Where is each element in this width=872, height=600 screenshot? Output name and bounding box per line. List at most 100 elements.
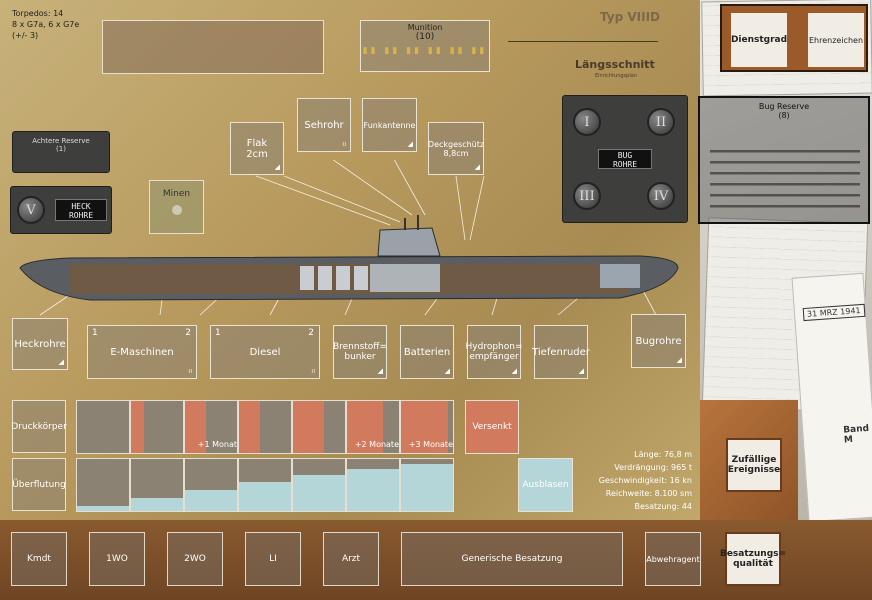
doc-title: Band M (842, 423, 870, 446)
bug-tube-4-button[interactable]: IV (647, 182, 675, 210)
flut-cell-3[interactable] (184, 458, 238, 512)
flut-cell-fill (347, 469, 399, 511)
druckkoerper-label: Druckkörper (11, 421, 67, 432)
batterien-station[interactable]: Batterien◢ (400, 325, 454, 379)
bug-reserve-count: (8) (778, 111, 790, 120)
druck-cell-1[interactable] (76, 400, 130, 454)
heck-plate-line2: ROHRE (68, 211, 94, 220)
crew-generic[interactable]: Generische Besatzung (401, 532, 623, 586)
torpedo-slot-area[interactable] (102, 20, 324, 74)
druck-cell-5[interactable] (292, 400, 346, 454)
torpedo-variance: (+/- 3) (12, 31, 39, 40)
brennstoff-label: Brennstoff= bunker (332, 342, 388, 362)
heck-plate-line1: HECK (71, 202, 91, 211)
heck-tube-button[interactable]: V (17, 196, 45, 224)
flut-cell-5[interactable] (292, 458, 346, 512)
bug-tube-2-button[interactable]: II (647, 108, 675, 136)
flut-cell-2[interactable] (130, 458, 184, 512)
shell-icons: ▮▮ ▮▮ ▮▮ ▮▮ ▮▮ ▮▮ (362, 46, 488, 56)
flut-cell-fill (77, 505, 129, 511)
flut-cell-fill (239, 482, 291, 511)
brennstoff-station[interactable]: Brennstoff= bunker◢ (333, 325, 387, 379)
torpedo-count: Torpedos: 14 (12, 9, 64, 18)
section-subtitle: Einrichtungsplan (595, 73, 637, 79)
torpedo-types: 8 x G7a, 6 x G7e (12, 20, 80, 29)
bugrohre-label: Bugrohre (635, 335, 682, 347)
zufaellige-ereignisse-button[interactable]: Zufällige Ereignisse (726, 438, 782, 492)
flut-track (76, 458, 508, 512)
bug-tube-1-button[interactable]: I (573, 108, 601, 136)
bug-plate-line2: ROHRE (612, 160, 638, 169)
dienstgrad-button[interactable]: Dienstgrad (731, 13, 787, 67)
minen-box[interactable]: Minen (149, 180, 204, 234)
document-sheet: 31 MRZ 1941 Band M (791, 272, 872, 523)
bug-rohre-panel: I II III IV BUG ROHRE (562, 95, 688, 223)
deckgeschuetz-box[interactable]: Deckgeschütz 8,8cm◢ (428, 122, 484, 175)
month-3-label: +3 Monate (408, 440, 453, 449)
druck-cell-fill (239, 401, 260, 453)
diesel-station[interactable]: 1 2 Diesel⠶ (210, 325, 320, 379)
tiefenruder-label: Tiefenruder (532, 346, 590, 358)
bug-tube-3-button[interactable]: III (573, 182, 601, 210)
crew-abwehragent[interactable]: Abwehragent (645, 532, 701, 586)
druck-cell-6[interactable] (346, 400, 400, 454)
sehrohr-label: Sehrohr (304, 119, 344, 131)
heckrohre-label: Heckrohre (14, 338, 66, 350)
month-2-label: +2 Monate (354, 440, 399, 449)
minen-label: Minen (162, 189, 191, 199)
flak-box[interactable]: Flak 2cm◢ (230, 122, 284, 175)
ausblasen-box[interactable]: Ausblasen (518, 458, 573, 512)
section-title: Längsschnitt (575, 58, 655, 71)
diesel-slot-2: 2 (308, 328, 314, 338)
crew-1wo[interactable]: 1WO (89, 532, 145, 586)
type-title: Typ VIIID (600, 10, 660, 24)
druck-cell-3[interactable] (184, 400, 238, 454)
em-slot-2: 2 (185, 328, 191, 338)
besatzungsqualitaet-button[interactable]: Besatzungs= qualität (720, 532, 786, 586)
doc-stamp: 31 MRZ 1941 (802, 303, 866, 322)
druckkoerper-label-box: Druckkörper (11, 400, 67, 453)
funkantenne-box[interactable]: Funkantenne◢ (362, 98, 417, 152)
sehrohr-box[interactable]: Sehrohr⠶ (297, 98, 351, 152)
stat-reichweite: Reichweite: 8.100 sm (605, 489, 692, 498)
flut-cell-4[interactable] (238, 458, 292, 512)
crew-2wo[interactable]: 2WO (167, 532, 223, 586)
druck-cell-fill (131, 401, 144, 453)
ueberflutung-label-box: Überflutung (12, 458, 66, 511)
ueberflutung-label: Überflutung (12, 479, 66, 490)
flut-cell-fill (185, 490, 237, 511)
sub-stats: Länge: 76,8 m Verdrängung: 965 t Geschwi… (560, 448, 692, 513)
druck-track (76, 400, 454, 454)
flut-cell-6[interactable] (346, 458, 400, 512)
tiefenruder-station[interactable]: Tiefenruder◢ (532, 325, 590, 379)
versenkt-box[interactable]: Versenkt (465, 400, 519, 454)
mine-icon (171, 205, 182, 215)
crew-li[interactable]: LI (245, 532, 301, 586)
em-slot-1: 1 (92, 328, 98, 338)
achtere-reserve-box[interactable]: Achtere Reserve (1) (12, 131, 110, 173)
druck-cell-2[interactable] (130, 400, 184, 454)
flut-cell-7[interactable] (400, 458, 454, 512)
crew-arzt[interactable]: Arzt (323, 532, 379, 586)
bug-reserve-panel[interactable]: Bug Reserve (8) (698, 96, 870, 224)
flak-label: Flak 2cm (246, 137, 268, 160)
munition-count: (10) (415, 32, 435, 42)
druck-cell-4[interactable] (238, 400, 292, 454)
stat-laenge: Länge: 76,8 m (634, 450, 692, 459)
stat-geschwindigkeit: Geschwindigkeit: 16 kn (598, 476, 692, 485)
munition-title: Munition (407, 23, 443, 32)
hydrophon-station[interactable]: Hydrophon= empfänger◢ (466, 325, 523, 379)
ehrenzeichen-button[interactable]: Ehrenzeichen (808, 13, 864, 67)
munition-box[interactable]: Munition (10) ▮▮ ▮▮ ▮▮ ▮▮ ▮▮ ▮▮ (360, 20, 490, 72)
heckrohre-station[interactable]: Heckrohre◢ (12, 318, 68, 370)
torpedo-info: Torpedos: 14 8 x G7a, 6 x G7e (+/- 3) (12, 8, 79, 41)
crew-kmdt[interactable]: Kmdt (11, 532, 67, 586)
scale-bar (508, 32, 658, 42)
flut-cell-fill (401, 464, 453, 511)
bugrohre-station[interactable]: Bugrohre◢ (631, 314, 686, 368)
emaschinen-station[interactable]: 1 2 E-Maschinen⠶ (87, 325, 197, 379)
flut-cell-1[interactable] (76, 458, 130, 512)
druck-cell-7[interactable] (400, 400, 454, 454)
achtere-reserve-count: (1) (56, 145, 66, 153)
druck-cell-fill (347, 401, 384, 453)
